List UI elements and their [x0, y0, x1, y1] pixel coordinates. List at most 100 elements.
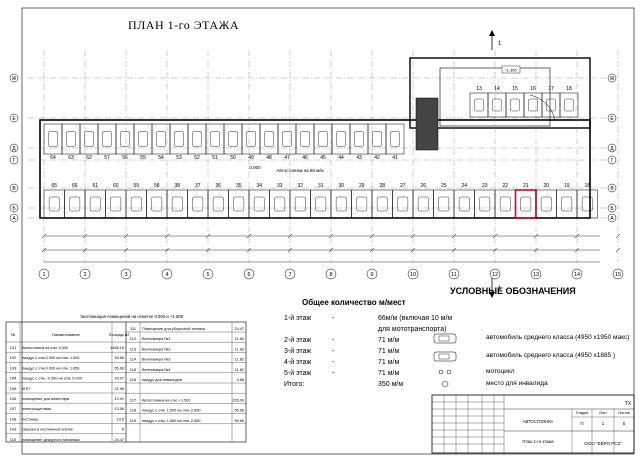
car-icon [130, 196, 142, 212]
parking-space [330, 189, 352, 219]
project-name: АВТОСТОЯНКА [523, 419, 554, 424]
car-icon [264, 131, 274, 147]
row-axis-label: Д [610, 146, 614, 152]
dimension-tick [123, 247, 129, 253]
column-axis-label: 11 [451, 272, 457, 278]
parking-space-number: 29 [359, 183, 365, 189]
table-cell-area: 24.47 [234, 327, 244, 331]
parking-space-number: 33 [277, 183, 283, 189]
parking-space-number: 43 [356, 155, 362, 161]
column-axis-marker [366, 268, 378, 280]
summary-row: 3-й этаж-71 м/м [284, 346, 452, 357]
table-cell-area: 55.66 [114, 356, 124, 360]
parking-space [310, 189, 332, 219]
parking-space [151, 123, 171, 155]
table-cell-number: 108 [10, 416, 17, 421]
parking-space-number: 42 [374, 155, 380, 161]
car-icon [156, 131, 166, 147]
summary-row: 1-й этаж-66м/м (включая 10 м/м [284, 313, 452, 324]
row-axis-label: А [12, 216, 16, 222]
parking-space-number: 66 [72, 183, 78, 189]
car-icon [417, 196, 429, 212]
lot-label: Автостоянка на 66 м/м [276, 168, 323, 173]
dimension-tick [205, 247, 211, 253]
table-cell-number: 107 [10, 406, 17, 411]
table-cell-name: санузел в лестничной клетке [22, 428, 73, 432]
row-axis-label: Ж [610, 76, 615, 82]
parking-space [269, 189, 291, 219]
car-icon [315, 196, 327, 212]
parking-space [541, 92, 561, 118]
dimension-tick [369, 233, 375, 239]
table-cell-name: Автостоянка на отм. 0.000 [22, 346, 68, 350]
car-window-icon [438, 335, 450, 342]
column-axis-label: 13 [533, 272, 539, 278]
ramp-curve [529, 94, 556, 121]
dimension-tick [533, 247, 539, 253]
table-cell-name: пандус с отм.0.000 на отм. 1.500 [22, 356, 79, 360]
car-icon [294, 196, 306, 212]
parking-space-number: 16 [530, 86, 536, 92]
parking-space-number: 13 [476, 86, 482, 92]
table-cell-area: 20.07 [114, 377, 124, 381]
summary-note: для мототранспорта) [284, 324, 452, 335]
motorcycle-icon [438, 369, 444, 375]
table-cell-area: 11.82 [235, 337, 244, 341]
car-icon [246, 131, 256, 147]
parking-space [523, 92, 543, 118]
column-axis-marker [161, 268, 173, 280]
car-icon [458, 196, 470, 212]
table-cell-number: 109 [10, 427, 17, 432]
parking-space [166, 189, 188, 219]
parking-space [223, 123, 243, 155]
parking-space-number: 27 [400, 183, 406, 189]
car-icon [520, 196, 532, 212]
column-axis-marker [407, 268, 419, 280]
parking-space-number: 41 [392, 155, 398, 161]
column-axis-label: 8 [329, 272, 332, 278]
table-cell-number: 117 [130, 397, 137, 402]
summary-value: 71 м/м [378, 337, 400, 344]
column-axis-marker [243, 268, 255, 280]
summary-floor: 4-й этаж [284, 359, 312, 366]
parking-space [115, 123, 135, 155]
title-block [431, 394, 635, 454]
car-icon [253, 196, 265, 212]
parking-space-number: 57 [104, 155, 110, 161]
summary-sep: - [332, 359, 335, 366]
parking-space-number: 23 [482, 183, 488, 189]
parking-space-number: 53 [176, 155, 182, 161]
table-cell-number: 101 [10, 345, 17, 350]
column-axis-label: 5 [206, 272, 209, 278]
summary-row: 4-й этаж-71 м/м [284, 357, 452, 368]
car-icon [492, 98, 502, 112]
stage-header: Стадия [576, 411, 588, 415]
table-cell-name: пандус с отм. -0.300 на отм. 0.000 [22, 377, 82, 381]
car-icon [274, 196, 286, 212]
row-axis-marker [607, 203, 617, 213]
column-axis-marker [284, 268, 296, 280]
sheet-code: ТХ [625, 401, 632, 407]
parking-space [259, 123, 279, 155]
table-cell-number: 106 [10, 396, 17, 401]
column-axis-label: 14 [574, 272, 580, 278]
parking-space-number: 24 [461, 183, 467, 189]
summary-sep: - [332, 348, 335, 355]
stage-value: П [580, 421, 583, 426]
parking-space [248, 189, 270, 219]
parking-space [187, 189, 209, 219]
car-icon [561, 196, 573, 212]
car-icon [433, 333, 457, 344]
parking-space-number: 54 [158, 155, 164, 161]
parking-space [559, 92, 579, 118]
car-icon [528, 98, 538, 112]
row-axis-marker [9, 73, 19, 83]
parking-space [43, 123, 63, 155]
table-cell-name: электрощитовая [22, 407, 51, 411]
summary-sep [332, 379, 378, 390]
car-icon [335, 196, 347, 212]
table-cell-area: 12.01 [114, 397, 124, 401]
legend: УСЛОВНЫЕ ОБОЗНАЧЕНИЯ автомобиль среднего… [430, 286, 629, 387]
table-cell-name: Венткамера №2 [142, 347, 171, 351]
car-icon [474, 98, 484, 112]
